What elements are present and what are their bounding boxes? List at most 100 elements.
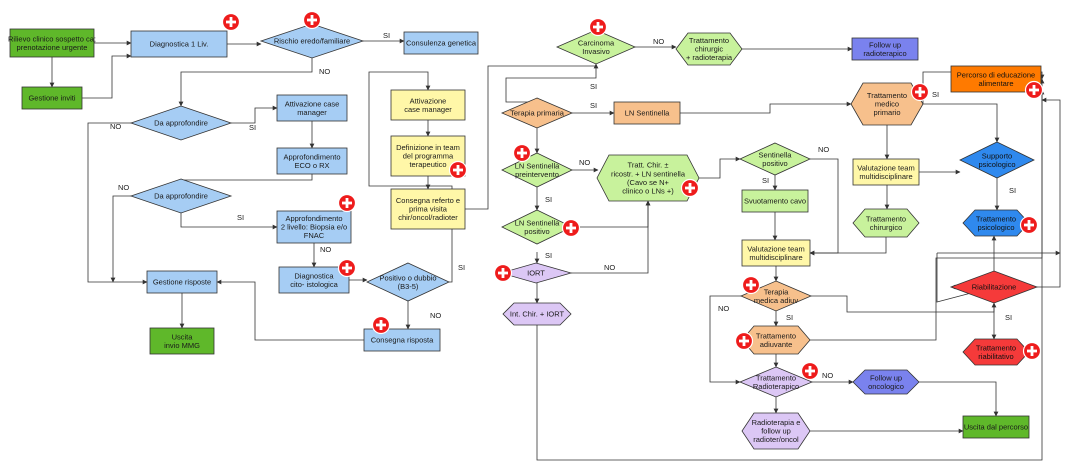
- expand-plus-icon[interactable]: [448, 160, 468, 180]
- edge-label-si: SI: [237, 213, 244, 222]
- node-shape: [146, 270, 218, 294]
- plus-markers-layer: [221, 10, 1044, 381]
- edge-arrow: [571, 200, 651, 274]
- edge-arrow: [699, 156, 741, 179]
- expand-plus-icon[interactable]: [493, 263, 513, 283]
- edge-arrow: [809, 158, 839, 256]
- node-shape: [675, 32, 743, 66]
- edge-label-si: SI: [249, 123, 256, 132]
- node-uscita-percorso: Uscita dal percorso: [962, 415, 1030, 439]
- expand-plus-icon[interactable]: [800, 361, 820, 381]
- node-shape: [741, 412, 811, 450]
- node-label: Tratt. Chir. ±ricostr. + LN sentinella(C…: [611, 161, 686, 196]
- edge-arrow: [180, 213, 278, 230]
- node-shape: [276, 147, 348, 175]
- edge-label-si: SI: [1009, 186, 1016, 195]
- expand-plus-icon[interactable]: [1022, 341, 1042, 361]
- edge-arrow: [110, 195, 131, 283]
- edge-arrow: [572, 200, 651, 228]
- edge-arrow: [87, 122, 148, 285]
- node-rischio: Rischio eredo/familiare: [259, 23, 365, 59]
- edge-arrow: [680, 101, 852, 114]
- node-shape: [149, 327, 215, 355]
- node-shape: [129, 105, 233, 141]
- node-shape: [499, 262, 573, 284]
- node-label: Riabilitazione: [972, 283, 1017, 292]
- node-consulenza: Consulenza genetica: [403, 31, 479, 55]
- edge-labels-layer: SINOSINONOSINOSINONOSISINOSISINONOSISISI…: [110, 31, 1016, 380]
- edges-layer: [49, 38, 1061, 461]
- node-label: Positivo o dubbio(B3-5): [379, 273, 436, 291]
- expand-plus-icon[interactable]: [734, 331, 754, 351]
- expand-plus-icon[interactable]: [588, 17, 608, 37]
- expand-plus-icon[interactable]: [371, 315, 391, 335]
- expand-plus-icon[interactable]: [910, 82, 930, 102]
- node-shape: [390, 89, 466, 121]
- expand-plus-icon[interactable]: [302, 10, 322, 30]
- expand-plus-icon[interactable]: [1024, 80, 1044, 100]
- node-label: Consulenza genetica: [406, 39, 477, 48]
- expand-plus-icon[interactable]: [680, 178, 700, 198]
- node-shape: [851, 37, 919, 61]
- node-label: LN Sentinella: [625, 109, 670, 118]
- node-shape: [741, 239, 811, 267]
- edge-arrow: [809, 237, 887, 256]
- node-shape: [276, 210, 352, 244]
- expand-plus-icon[interactable]: [337, 193, 357, 213]
- node-shape: [738, 366, 814, 398]
- edge-arrow: [465, 63, 599, 210]
- edge-label-no: NO: [818, 145, 829, 154]
- node-int-chir-iort: Int. Chir. + IORT: [502, 302, 572, 326]
- edge-label-si: SI: [590, 82, 597, 91]
- edge-label-si: SI: [458, 263, 465, 272]
- node-iort: IORT: [499, 262, 573, 284]
- expand-plus-icon[interactable]: [221, 12, 241, 32]
- node-label: Da approfondire: [154, 119, 208, 128]
- edge-arrow: [1037, 97, 1061, 288]
- expand-plus-icon[interactable]: [1019, 215, 1039, 235]
- node-label: Svuotamento cavo: [744, 197, 806, 206]
- node-shape: [962, 209, 1030, 237]
- node-shape: [741, 189, 809, 213]
- expand-plus-icon[interactable]: [512, 143, 532, 163]
- node-shape: [852, 369, 920, 395]
- expand-plus-icon[interactable]: [337, 258, 357, 278]
- edge-arrow: [231, 105, 278, 124]
- node-shape: [9, 28, 95, 58]
- expand-plus-icon[interactable]: [741, 275, 761, 295]
- node-svuotamento: Svuotamento cavo: [741, 189, 809, 213]
- edge-arrow: [536, 89, 1045, 461]
- edge-label-si: SI: [545, 251, 552, 260]
- node-shape: [959, 141, 1035, 179]
- node-shape: [850, 82, 924, 126]
- expand-plus-icon[interactable]: [561, 218, 581, 238]
- edge-label-no: NO: [822, 371, 833, 380]
- node-label: Rischio eredo/familiare: [274, 37, 350, 46]
